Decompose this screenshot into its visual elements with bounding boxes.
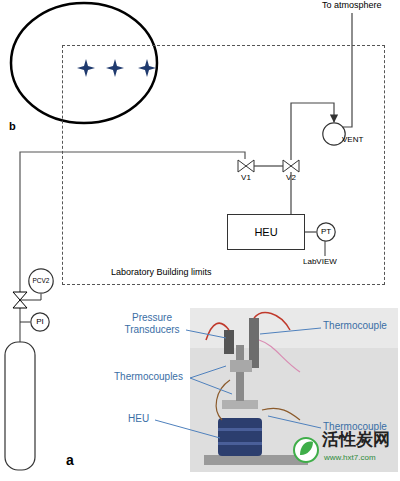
photo-canister-band <box>218 428 262 431</box>
bowtie-shape <box>283 160 299 172</box>
regulator-line <box>20 294 41 300</box>
gas-cylinder <box>5 342 35 470</box>
photo-base-plate <box>204 455 308 465</box>
photo-fitting <box>230 360 252 372</box>
watermark-url: www.hxt7.com <box>324 453 400 462</box>
watermark-leaf <box>300 442 313 456</box>
star-marker <box>138 59 156 77</box>
valve-outline <box>283 160 299 172</box>
node-label: V1 <box>232 174 260 183</box>
node-label: Laboratory Building limits <box>111 268 281 278</box>
software-label: LabVIEW <box>303 257 353 266</box>
leader-line <box>155 420 220 438</box>
signal-line <box>325 241 326 256</box>
site-circle <box>11 3 157 123</box>
leader-line <box>186 330 226 338</box>
photo-transducer <box>224 330 234 354</box>
pipe-connector <box>254 165 283 166</box>
circle-shape <box>31 313 49 331</box>
pipe-connector <box>291 103 334 160</box>
photo-flange <box>222 400 258 409</box>
node-label: PT <box>316 222 336 242</box>
circle-shape <box>29 269 53 293</box>
watermark-text: 活性炭网 <box>322 430 400 450</box>
photo-pipe <box>236 345 244 401</box>
star-marker <box>77 59 95 77</box>
star-marker <box>106 59 124 77</box>
valve-symbol: V2 <box>283 160 299 172</box>
circle-shape <box>317 223 335 241</box>
building-boundary: Laboratory Building limitsVENTV1V2HEUPT <box>62 45 385 285</box>
pipe-connector <box>290 172 291 214</box>
watermark-logo <box>294 438 318 462</box>
leader-line <box>260 328 321 334</box>
photo-wire <box>254 313 290 330</box>
vent-pump: VENT <box>322 122 346 146</box>
leader-line <box>190 366 232 394</box>
valve-symbol: V1 <box>238 160 254 172</box>
node-label: V2 <box>277 174 305 183</box>
circle-shape <box>323 123 345 145</box>
photo-callout: Pressure Transducers <box>116 312 188 335</box>
heu-box: HEU <box>227 214 305 250</box>
pressure-control-valve: PCV2 <box>28 268 54 294</box>
pressure-indicator: PI <box>30 312 50 332</box>
pressure-transducer: PT <box>316 222 336 242</box>
photo-wall <box>190 308 398 348</box>
valve-outline <box>238 160 254 172</box>
node-label: HEU <box>228 215 304 249</box>
photo-wire <box>216 380 230 420</box>
node-label: PI <box>30 312 50 332</box>
leader-line <box>268 416 321 428</box>
panel-letter: a <box>66 452 82 468</box>
photo-heu-canister <box>218 418 262 456</box>
photo-callout: Thermocouples <box>114 371 192 383</box>
gauge-line <box>20 322 30 323</box>
photo-wire <box>259 340 300 372</box>
photo-wire <box>262 408 300 420</box>
line-label: b <box>9 120 23 133</box>
photo-canister-band <box>218 442 262 445</box>
bowtie-shape <box>238 160 254 172</box>
photo-callout: HEU <box>128 413 158 425</box>
vent-outlet-line <box>343 13 352 127</box>
node-label: PCV2 <box>28 268 54 294</box>
photo-callout: Thermocouple <box>323 320 399 332</box>
vent-destination: To atmosphere <box>322 0 400 10</box>
pipe-connector <box>305 231 316 232</box>
node-label: VENT <box>342 136 376 145</box>
